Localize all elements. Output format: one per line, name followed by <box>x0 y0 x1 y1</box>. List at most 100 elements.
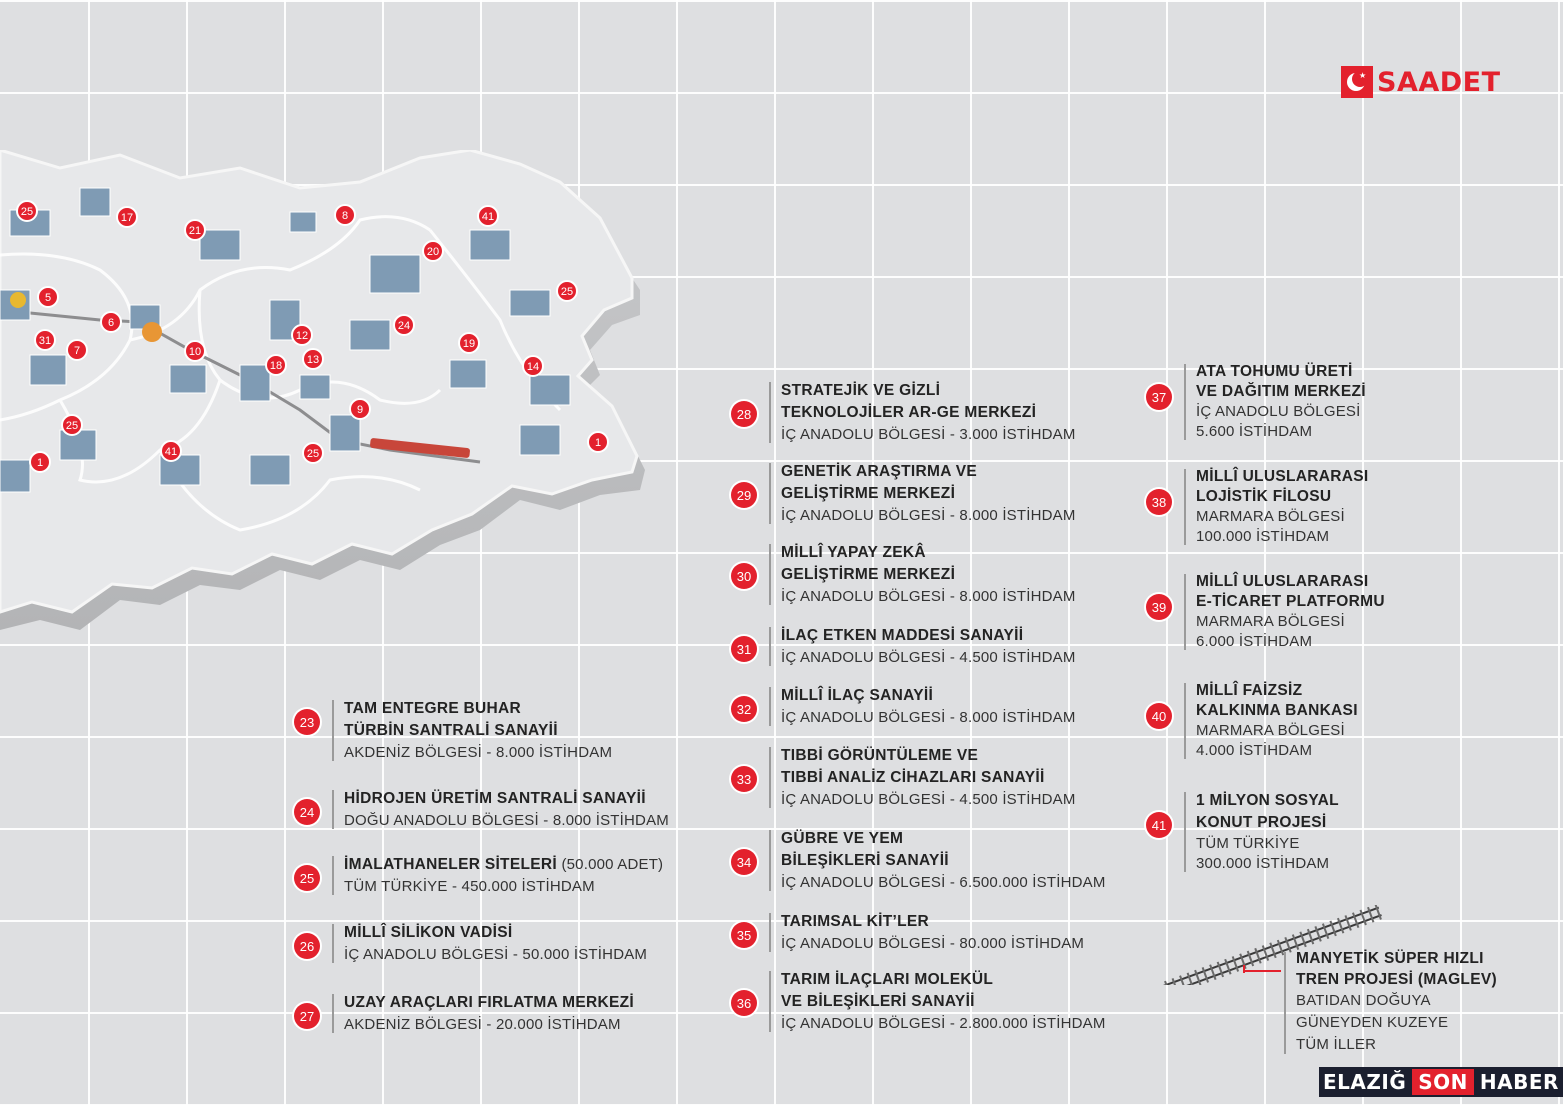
svg-text:24: 24 <box>398 320 410 332</box>
item-title: İLAÇ ETKEN MADDESİ SANAYİİ <box>781 627 1024 644</box>
item-subtitle: TÜM TÜRKİYE <box>1196 835 1300 852</box>
map-marker: 31 <box>34 329 56 351</box>
number-badge: 38 <box>1146 489 1172 515</box>
item-title: VE DAĞITIM MERKEZİ <box>1196 383 1366 400</box>
item-subtitle: İÇ ANADOLU BÖLGESİ - 4.500 İSTİHDAM <box>781 649 1076 666</box>
item-title: TIBBİ ANALİZ CİHAZLARI SANAYİİ <box>781 769 1045 786</box>
item-subtitle: MARMARA BÖLGESİ <box>1196 722 1345 739</box>
list-item-24: 24 HİDROJEN ÜRETİM SANTRALİ SANAYİİ DOĞU… <box>294 788 669 831</box>
map-marker: 18 <box>265 354 287 376</box>
item-subtitle: TÜM İLLER <box>1296 1036 1377 1053</box>
item-subtitle: 6.000 İSTİHDAM <box>1196 633 1313 650</box>
item-title-suffix: (50.000 ADET) <box>561 856 664 873</box>
rail-track-icon <box>1162 905 1382 985</box>
svg-text:1: 1 <box>37 457 43 469</box>
number-badge: 41 <box>1146 812 1172 838</box>
map-marker: 12 <box>291 324 313 346</box>
svg-text:41: 41 <box>482 211 494 223</box>
svg-text:7: 7 <box>74 345 80 357</box>
item-title: MİLLÎ YAPAY ZEKÂ <box>781 544 926 561</box>
svg-text:6: 6 <box>108 317 114 329</box>
item-title: GÜBRE VE YEM <box>781 830 904 847</box>
number-badge: 31 <box>731 636 757 662</box>
logo-text: SAADET <box>1377 66 1501 98</box>
map-marker: 25 <box>556 280 578 302</box>
item-title: MANYETİK SÜPER HIZLI <box>1296 950 1484 967</box>
map-marker: 21 <box>184 219 206 241</box>
item-title: BİLEŞİKLERİ SANAYİİ <box>781 852 949 869</box>
map-marker: 6 <box>100 311 122 333</box>
item-title: STRATEJİK VE GİZLİ <box>781 382 941 399</box>
item-subtitle: 5.600 İSTİHDAM <box>1196 423 1313 440</box>
item-title: GELİŞTİRME MERKEZİ <box>781 566 956 583</box>
item-subtitle: İÇ ANADOLU BÖLGESİ - 6.500.000 İSTİHDAM <box>781 874 1106 891</box>
item-subtitle: 100.000 İSTİHDAM <box>1196 528 1330 545</box>
list-item-27: 27 UZAY ARAÇLARI FIRLATMA MERKEZİ AKDENİ… <box>294 992 634 1035</box>
svg-text:5: 5 <box>45 292 51 304</box>
map-marker: 9 <box>349 398 371 420</box>
crescent-star-icon: ★ <box>1341 66 1373 98</box>
map-marker: 13 <box>302 348 324 370</box>
number-badge: 28 <box>731 401 757 427</box>
list-item-36: 36 TARIM İLAÇLARI MOLEKÜL VE BİLEŞİKLERİ… <box>731 969 1106 1034</box>
item-title: MİLLÎ İLAÇ SANAYİİ <box>781 687 934 704</box>
svg-text:13: 13 <box>307 354 319 366</box>
list-item-28: 28 STRATEJİK VE GİZLİ TEKNOLOJİLER AR-GE… <box>731 380 1076 445</box>
item-subtitle: İÇ ANADOLU BÖLGESİ - 8.000 İSTİHDAM <box>781 709 1076 726</box>
number-badge: 26 <box>294 933 320 959</box>
number-badge: 32 <box>731 696 757 722</box>
number-badge: 36 <box>731 990 757 1016</box>
map-marker: 20 <box>422 240 444 262</box>
map-marker: 10 <box>184 340 206 362</box>
item-title: GENETİK ARAŞTIRMA VE <box>781 463 978 480</box>
item-title: TEKNOLOJİLER AR-GE MERKEZİ <box>781 404 1037 421</box>
maglev-item: MANYETİK SÜPER HIZLI TREN PROJESİ (MAGLE… <box>1240 948 1497 1056</box>
list-item-29: 29 GENETİK ARAŞTIRMA VE GELİŞTİRME MERKE… <box>731 461 1076 526</box>
item-subtitle: AKDENİZ BÖLGESİ - 20.000 İSTİHDAM <box>344 1016 621 1033</box>
item-title: MİLLÎ FAİZSİZ <box>1196 682 1303 699</box>
item-title: MİLLÎ SİLİKON VADİSİ <box>344 924 513 941</box>
item-subtitle: GÜNEYDEN KUZEYE <box>1296 1014 1449 1031</box>
item-subtitle: 4.000 İSTİHDAM <box>1196 742 1313 759</box>
map-marker: 25 <box>16 200 38 222</box>
item-title: HİDROJEN ÜRETİM SANTRALİ SANAYİİ <box>344 790 646 807</box>
item-title: UZAY ARAÇLARI FIRLATMA MERKEZİ <box>344 994 634 1011</box>
svg-text:17: 17 <box>121 212 133 224</box>
number-badge: 25 <box>294 865 320 891</box>
item-subtitle: BATIDAN DOĞUYA <box>1296 992 1431 1009</box>
svg-text:21: 21 <box>189 225 201 237</box>
list-item-30: 30 MİLLÎ YAPAY ZEKÂ GELİŞTİRME MERKEZİ İ… <box>731 542 1076 607</box>
item-subtitle: İÇ ANADOLU BÖLGESİ <box>1196 403 1361 420</box>
svg-text:12: 12 <box>296 330 308 342</box>
item-title: TARIM İLAÇLARI MOLEKÜL <box>781 971 994 988</box>
item-subtitle: İÇ ANADOLU BÖLGESİ - 2.800.000 İSTİHDAM <box>781 1015 1106 1032</box>
item-subtitle: MARMARA BÖLGESİ <box>1196 613 1345 630</box>
map-marker: 14 <box>522 355 544 377</box>
list-item-39: 39 MİLLÎ ULUSLARARASI E-TİCARET PLATFORM… <box>1146 572 1385 652</box>
item-title: LOJİSTİK FİLOSU <box>1196 488 1332 505</box>
item-title: GELİŞTİRME MERKEZİ <box>781 485 956 502</box>
number-badge: 40 <box>1146 703 1172 729</box>
list-item-34: 34 GÜBRE VE YEM BİLEŞİKLERİ SANAYİİ İÇ A… <box>731 828 1106 893</box>
item-title: 1 MİLYON SOSYAL <box>1196 792 1339 809</box>
list-item-25: 25 İMALATHANELER SİTELERİ (50.000 ADET) … <box>294 854 663 897</box>
svg-text:25: 25 <box>66 420 78 432</box>
map-marker: 25 <box>302 442 324 464</box>
map-marker: 8 <box>334 204 356 226</box>
svg-text:9: 9 <box>357 404 363 416</box>
item-title: ATA TOHUMU ÜRETİ <box>1196 363 1353 380</box>
watermark-logo: ELAZIĞ SON HABER <box>1319 1067 1563 1097</box>
svg-text:25: 25 <box>307 448 319 460</box>
item-subtitle: DOĞU ANADOLU BÖLGESİ - 8.000 İSTİHDAM <box>344 812 669 829</box>
item-title: KALKINMA BANKASI <box>1196 702 1358 719</box>
saadet-logo: ★ SAADET <box>1341 66 1501 98</box>
list-item-41: 41 1 MİLYON SOSYAL KONUT PROJESİ TÜM TÜR… <box>1146 790 1339 874</box>
list-item-26: 26 MİLLÎ SİLİKON VADİSİ İÇ ANADOLU BÖLGE… <box>294 922 647 965</box>
item-subtitle: İÇ ANADOLU BÖLGESİ - 8.000 İSTİHDAM <box>781 507 1076 524</box>
map-marker: 25 <box>61 414 83 436</box>
map-marker: 5 <box>37 286 59 308</box>
list-item-31: 31 İLAÇ ETKEN MADDESİ SANAYİİ İÇ ANADOLU… <box>731 625 1076 668</box>
list-item-32: 32 MİLLÎ İLAÇ SANAYİİ İÇ ANADOLU BÖLGESİ… <box>731 685 1076 728</box>
map-marker: 41 <box>160 440 182 462</box>
